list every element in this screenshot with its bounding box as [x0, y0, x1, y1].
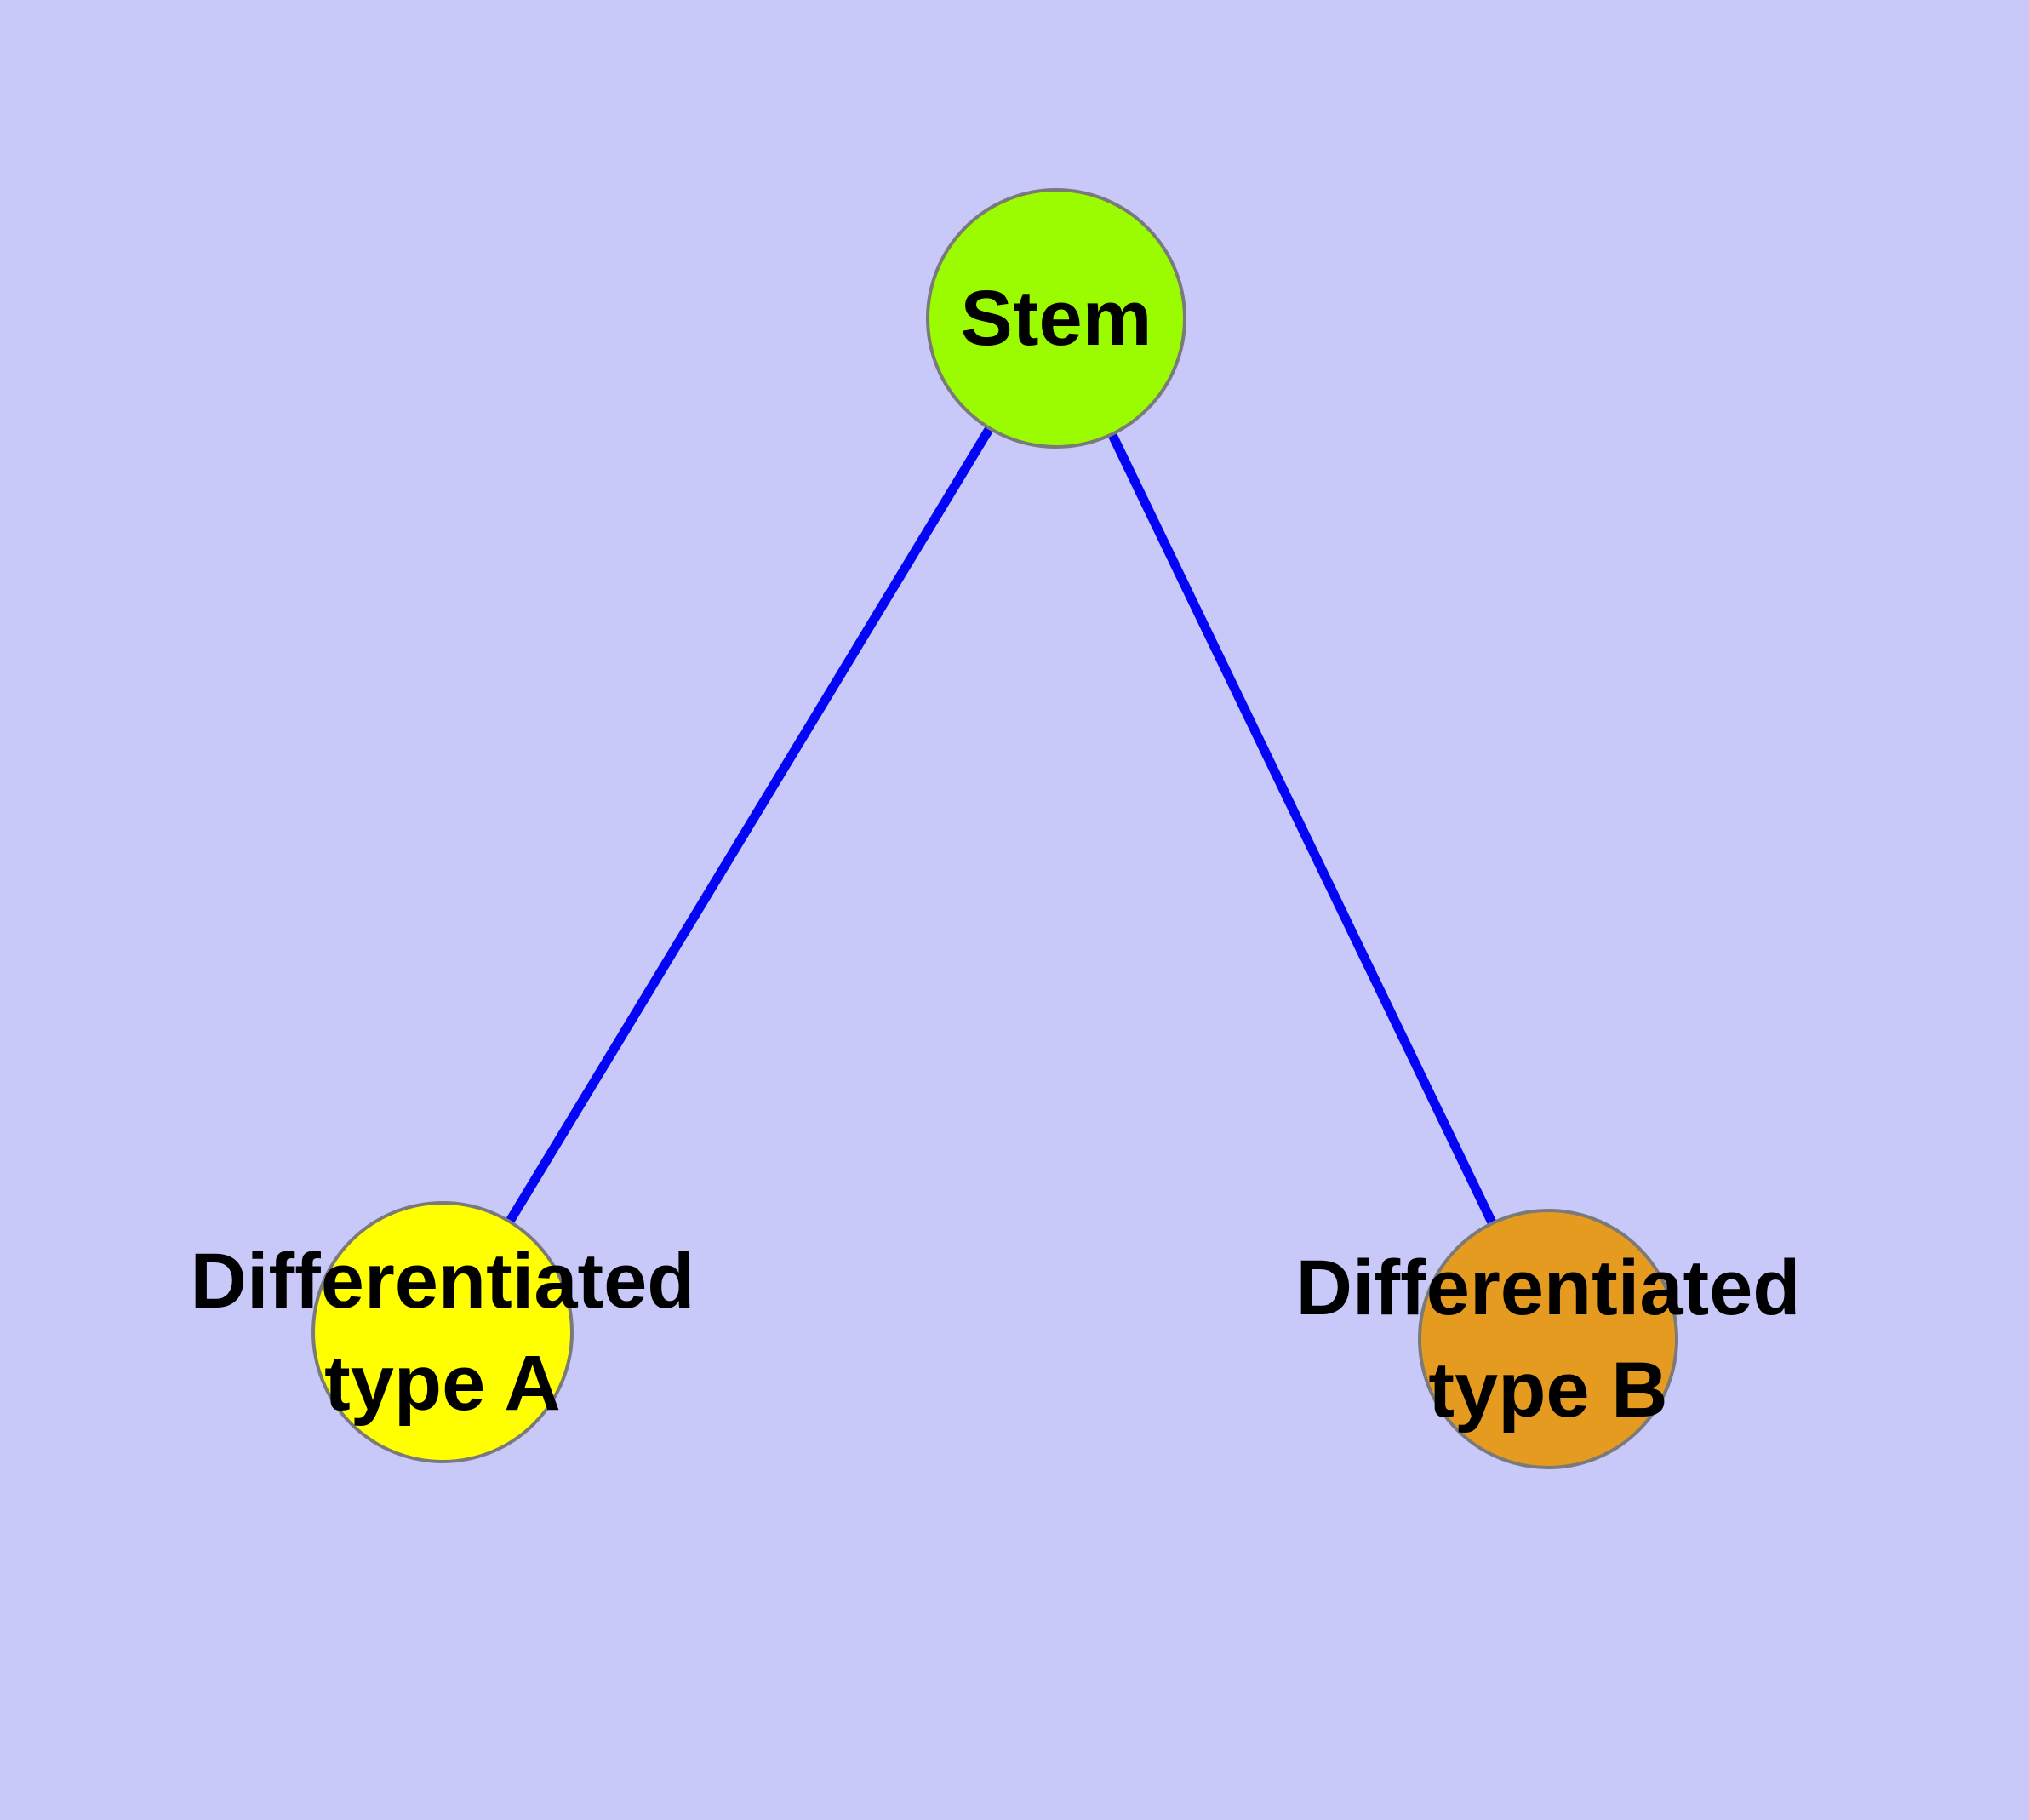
node-circle-type-b — [1418, 1209, 1678, 1469]
edge-stem-to-type-b — [1052, 316, 1552, 1342]
node-circle-stem — [926, 188, 1186, 449]
edge-stem-to-type-a — [438, 316, 1060, 1335]
node-circle-type-a — [311, 1201, 574, 1463]
